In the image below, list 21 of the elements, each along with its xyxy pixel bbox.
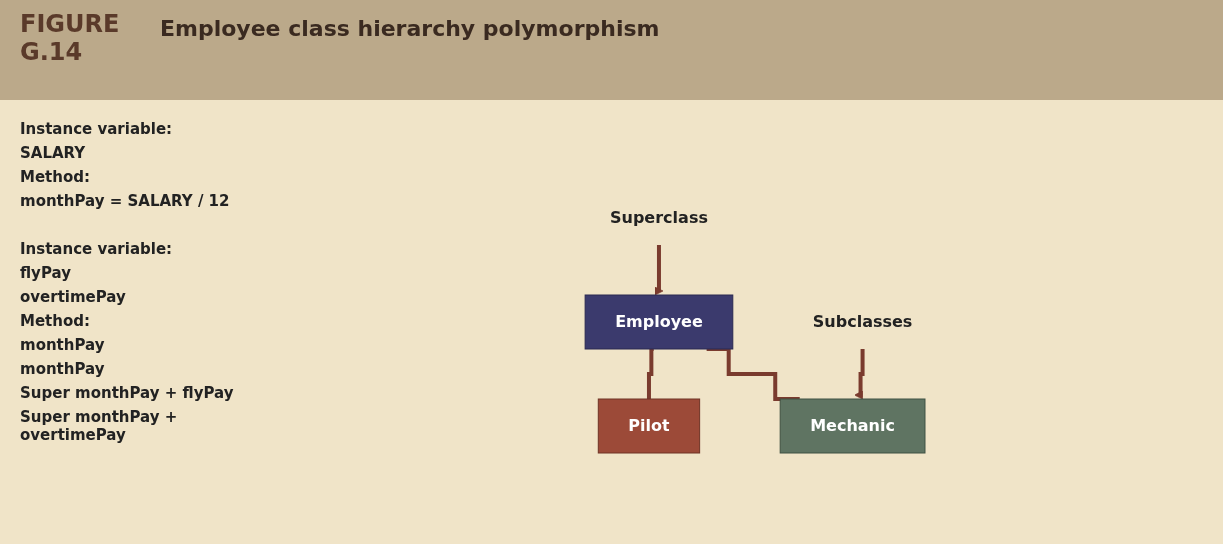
node-box: Employee [584, 294, 734, 350]
formula-text: monthPay = SALARY / 12 [20, 192, 231, 210]
label-text: Method: [20, 312, 91, 330]
node-text: Subclasses [813, 312, 913, 331]
node-box: Pilot [598, 398, 701, 454]
label-text: Instance variable: [20, 240, 174, 258]
value-text: flyPay [20, 264, 72, 282]
formula-text: Super monthPay + overtimePay [20, 408, 179, 444]
label-text: Instance variable: [20, 120, 174, 138]
arrow [854, 347, 865, 400]
node-box: Mechanic [780, 398, 926, 454]
formula-text: Super monthPay + flyPay [20, 384, 235, 402]
label-text: Method: [20, 168, 91, 186]
arrow [654, 243, 664, 296]
value-text: overtimePay [20, 288, 127, 306]
figure-title: Employee class hierarchy polymorphism [160, 16, 660, 41]
node-text: Superclass [610, 208, 709, 227]
figure-number: FIGURE G.14 [20, 10, 121, 66]
method-text: monthPay [20, 360, 106, 378]
method-text: monthPay [20, 336, 106, 354]
value-text: SALARY [20, 144, 87, 162]
